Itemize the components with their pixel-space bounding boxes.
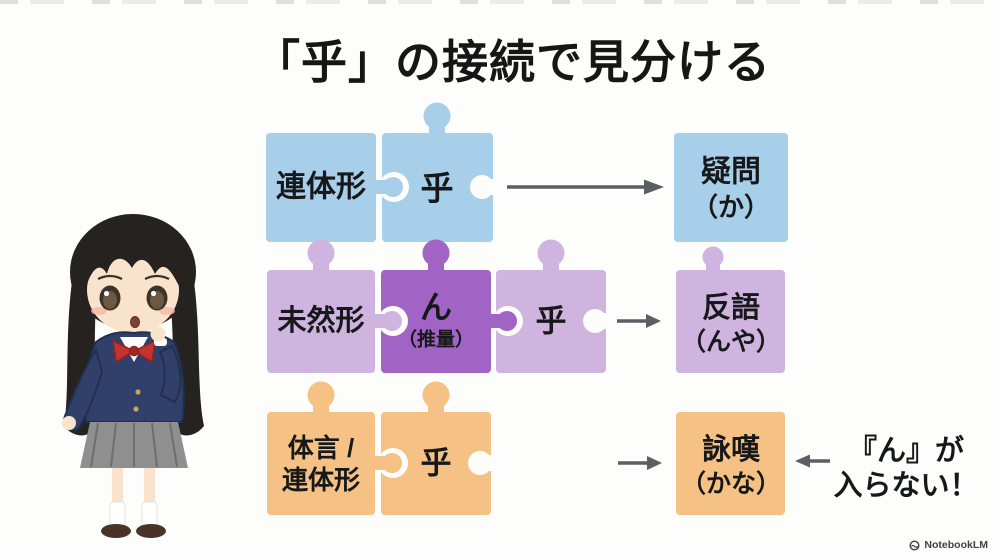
- arrow-right: [507, 179, 664, 195]
- result-label: 疑問: [701, 156, 761, 189]
- piece-sublabel: （推量）: [398, 328, 474, 351]
- result-box-gimon: [674, 133, 788, 242]
- watermark-label: NotebookLM: [924, 539, 988, 551]
- puzzle-tab: [383, 177, 403, 197]
- result-label: 反語: [702, 290, 760, 324]
- puzzle-tab: [382, 311, 402, 331]
- watermark: NotebookLM: [909, 539, 988, 551]
- result-box-eitan: [676, 412, 785, 515]
- puzzle-piece-ko-1: [382, 102, 493, 242]
- piece-label: 連体形: [276, 171, 366, 204]
- character-hand-left: [62, 416, 76, 430]
- character-hand-right: [150, 326, 166, 342]
- character-legs: [101, 468, 166, 538]
- piece-label: 乎: [421, 170, 454, 207]
- result-reading: （か）: [692, 192, 770, 222]
- puzzle-piece-rentaikei: [266, 133, 403, 242]
- puzzle-tab: [382, 453, 402, 473]
- puzzle-open-socket: [470, 175, 495, 199]
- piece-label: 乎: [536, 304, 567, 339]
- notebooklm-logo-icon: [909, 539, 920, 551]
- note-line2: 入らない！: [833, 470, 978, 502]
- page-title: 「乎」の接続で見分ける: [254, 36, 771, 88]
- result-reading: （かな）: [681, 469, 781, 498]
- puzzle-piece-n-suiryo: [381, 239, 517, 373]
- character-arm-right: [158, 344, 182, 404]
- result-piece-hango: [676, 246, 785, 373]
- row-gimon: 連体形 乎 疑問 （か）: [266, 102, 788, 242]
- note-line1: 『ん』が: [848, 433, 964, 467]
- character-button: [135, 389, 141, 395]
- character-mouth: [130, 316, 140, 328]
- puzzle-open-socket: [468, 451, 493, 475]
- puzzle-piece-ko-2: [496, 239, 606, 373]
- puzzle-piece-ko-3: [381, 381, 491, 515]
- character-illustration: [62, 214, 204, 538]
- arrow-right: [617, 314, 661, 328]
- character-bangs: [86, 225, 180, 286]
- puzzle-piece-mizenkei: [267, 239, 402, 373]
- arrow-right: [618, 456, 662, 470]
- puzzle-piece-taigen-rentaikei: [267, 381, 402, 515]
- character-skirt: [80, 422, 188, 468]
- character-blush: [91, 307, 175, 315]
- result-reading: （んや）: [681, 327, 781, 356]
- piece-label: 乎: [421, 446, 452, 481]
- row-hango: 未然形 ん （推量） 乎 反語 （んや）: [267, 239, 785, 373]
- piece-label-line1: 体言 /: [288, 433, 354, 463]
- puzzle-tab: [497, 311, 517, 331]
- puzzle-open-socket: [583, 309, 608, 333]
- piece-label: 未然形: [277, 303, 364, 337]
- piece-label-line2: 連体形: [282, 465, 360, 495]
- piece-label: ん: [420, 289, 452, 325]
- result-label: 詠嘆: [702, 432, 761, 466]
- character-bow-ribbon: [112, 339, 156, 364]
- video-frame-edge-artifact: [0, 0, 1000, 4]
- arrow-left: [795, 454, 830, 468]
- character-button: [133, 406, 139, 412]
- character-eyes: [97, 274, 170, 311]
- row-eitan: 体言 / 連体形 乎 詠嘆 （かな） 『ん』が 入らない！: [267, 381, 979, 515]
